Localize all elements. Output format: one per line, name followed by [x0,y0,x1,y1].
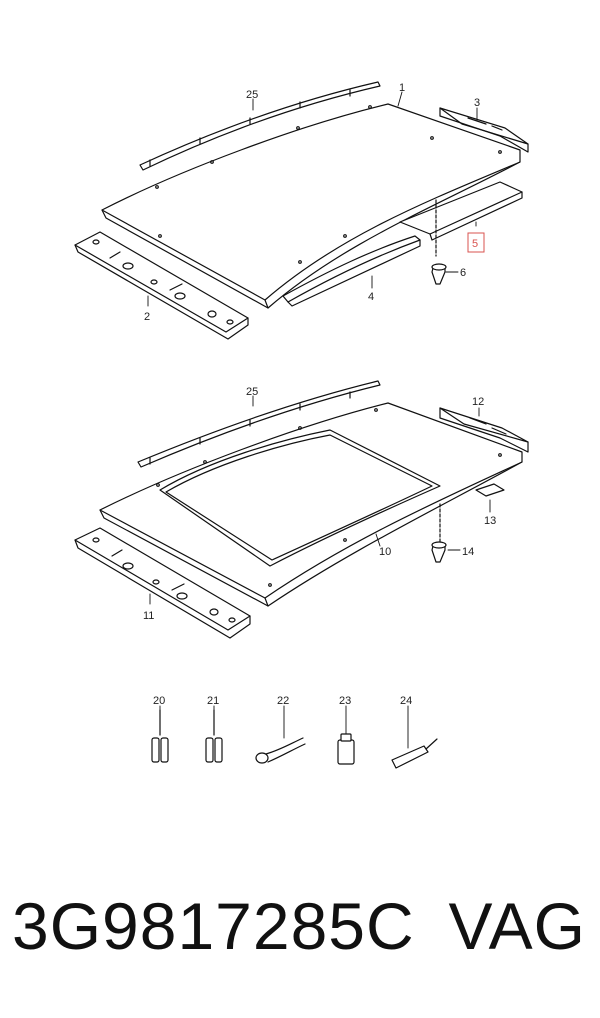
part-22-tube [255,737,306,764]
part-20-fastener [151,709,169,763]
callout-21: 21 [207,695,219,707]
leader-lines [147,91,491,749]
brand-name: VAG [448,889,586,963]
callout-12: 12 [472,396,484,408]
roof-panel-top [101,103,521,309]
callout-4: 4 [368,291,374,303]
part-21-fastener [205,709,223,763]
footer: 3G9817285C VAG [0,888,600,988]
part-number: 3G9817285C [12,889,415,963]
roof-rail-top [139,81,381,171]
callout-3: 3 [474,97,480,109]
roof-panel-sunroof [99,402,523,607]
callout-23: 23 [339,695,351,707]
callout-14: 14 [462,546,474,558]
callout-6: 6 [460,267,466,279]
insulation-pad-front [282,235,421,307]
roof-rail-bottom [137,380,381,468]
callout-13: 13 [484,515,496,527]
small-pad [439,483,505,543]
front-crossmember-top [74,231,249,340]
rear-bracket-bottom [439,407,529,453]
callout-24: 24 [400,695,412,707]
callout-25-bottom: 25 [246,386,258,398]
clip-bottom [431,541,447,563]
callout-10: 10 [379,546,391,558]
callout-5-highlight-box [467,232,485,253]
callout-22: 22 [277,695,289,707]
parts-diagram: 25 1 3 5 6 4 2 25 12 13 14 10 11 20 21 2… [74,81,529,769]
callout-20: 20 [153,695,165,707]
part-24-applicator [391,738,438,769]
callout-11: 11 [143,610,154,622]
callout-1: 1 [399,82,405,94]
callout-5: 5 [472,238,478,250]
callout-2: 2 [144,311,150,323]
part-23-bottle [337,733,355,765]
insulation-pad-highlighted [399,181,523,257]
clip-top [431,263,447,285]
front-crossmember-bottom [74,527,251,639]
rear-bracket-top [439,107,529,153]
callout-25-top: 25 [246,89,258,101]
